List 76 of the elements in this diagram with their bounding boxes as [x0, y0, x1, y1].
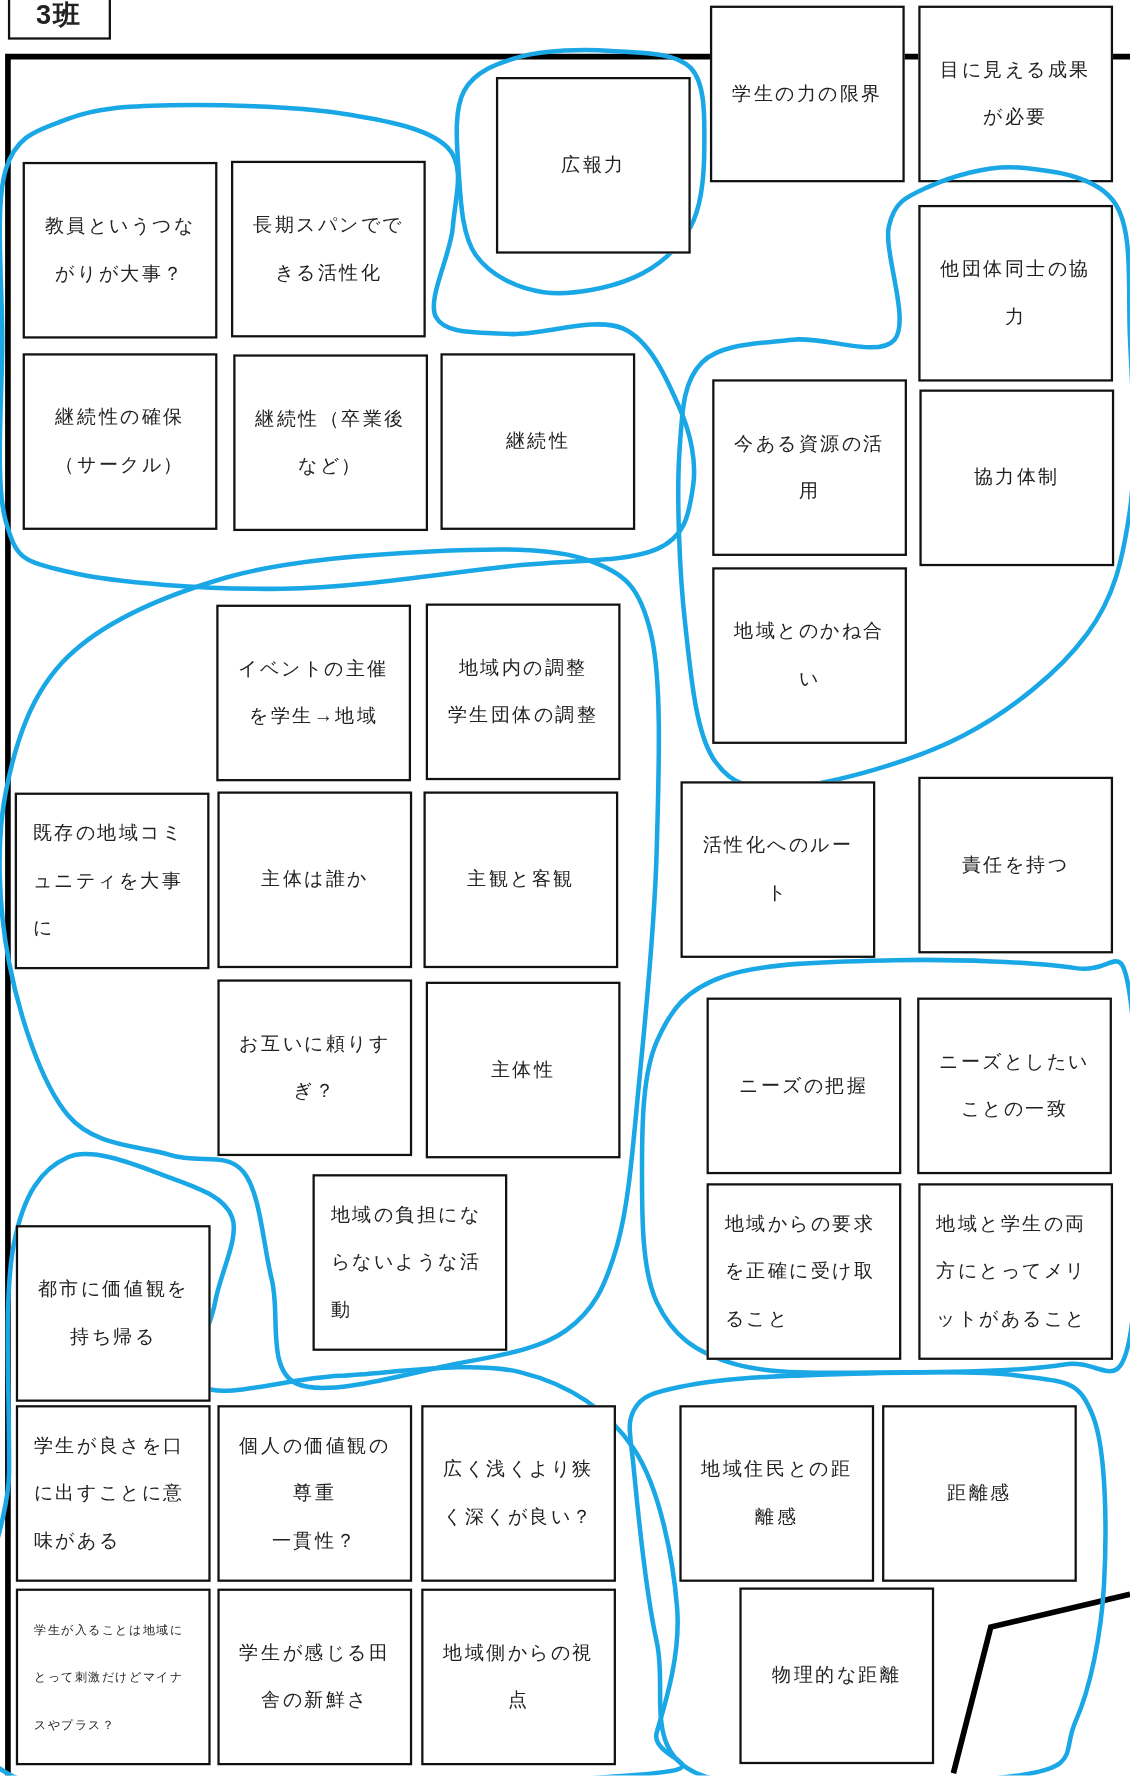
note-card [706, 1183, 902, 1360]
note-card [421, 1405, 616, 1582]
note-text: 地域住民との距離感 [700, 1457, 854, 1530]
note-text: 地域内の調整 [458, 655, 588, 681]
note-text: 学生団体の調整 [447, 703, 599, 728]
note-card [425, 603, 621, 781]
note-card [712, 567, 907, 744]
note-card [679, 1405, 875, 1582]
note-card [216, 604, 411, 782]
note-card [15, 1405, 211, 1582]
note-text: 主体性 [490, 1057, 556, 1083]
note-text: 主体は誰か [261, 867, 369, 892]
note-text: お互いに頼りすぎ？ [238, 1031, 392, 1104]
note-text: 個人の価値観の尊重 [238, 1433, 392, 1506]
note-text: 協力体制 [973, 465, 1060, 490]
group-name: 3班 [36, 0, 83, 31]
note-card [882, 1405, 1077, 1582]
note-card [918, 776, 1114, 954]
note-card [709, 5, 905, 183]
note-text: 既存の地域コミュニティを大事に [32, 821, 185, 941]
note-card [217, 1588, 413, 1766]
note-text: 地域とのかね合い [733, 619, 886, 692]
note-card [680, 781, 876, 958]
note-card [918, 5, 1114, 183]
note-text: 長期スパンでできる活性化 [252, 213, 405, 286]
note-card [917, 997, 1112, 1175]
note-card [495, 77, 691, 254]
group-tag [7, 0, 111, 40]
note-card [15, 1225, 211, 1402]
note-card [712, 379, 907, 556]
note-text: 学生が入ることは地域にとって刺激だけどマイナスやプラス？ [33, 1621, 185, 1734]
note-text: 責任を持つ [961, 852, 1070, 878]
note-card [706, 997, 902, 1175]
note-card [918, 204, 1114, 382]
note-card [425, 981, 621, 1159]
note-card [421, 1588, 616, 1766]
note-card [440, 353, 636, 530]
note-card [22, 353, 218, 530]
note-text: 学生が良さを口に出すことに意味がある [33, 1433, 186, 1554]
note-card [217, 791, 413, 969]
note-text: 継続性の確保（サークル） [54, 405, 186, 478]
note-text: 継続性（卒業後など） [254, 406, 407, 479]
note-text: ニーズとしたいことの一致 [938, 1049, 1091, 1122]
note-text: 距離感 [947, 1481, 1012, 1506]
note-text: 主観と客観 [467, 867, 575, 892]
note-card [739, 1587, 935, 1765]
note-text: 一貫性？ [271, 1528, 358, 1554]
note-text: 都市に価値観を持ち帰る [36, 1277, 190, 1350]
note-text: 教員というつながりが大事？ [43, 214, 197, 287]
note-card [231, 160, 426, 338]
note-text: 広く浅くより狭く深くが良い？ [442, 1457, 595, 1530]
note-text: 地域と学生の両方にとってメリットがあること [936, 1211, 1088, 1332]
note-text: 地域の負担にならないような活動 [330, 1202, 483, 1323]
note-card [217, 979, 413, 1157]
note-text: 他団体同士の協力 [939, 257, 1092, 330]
note-card [919, 389, 1115, 567]
note-text: 学生の力の限界 [732, 81, 883, 107]
note-text: 学生が感じる田舎の新鮮さ [238, 1640, 392, 1713]
note-text: 地域からの要求を正確に受け取ること [724, 1211, 877, 1332]
note-text: 広報力 [561, 153, 626, 178]
note-text: 今ある資源の活用 [733, 431, 886, 504]
note-card [15, 1588, 211, 1766]
note-text: 物理的な距離 [772, 1663, 902, 1688]
note-card [423, 791, 619, 969]
note-text: 目に見える成果が必要 [939, 57, 1092, 130]
note-card [14, 792, 210, 970]
note-text: イベントの主催を学生→地域 [237, 656, 390, 729]
note-card [217, 1405, 413, 1582]
note-text: 地域側からの視点 [442, 1640, 595, 1713]
note-card [22, 161, 218, 339]
note-card [233, 354, 428, 532]
note-card [918, 1183, 1114, 1360]
note-card [312, 1174, 508, 1351]
note-text: 活性化へのルート [701, 833, 855, 906]
note-text: ニーズの把握 [739, 1073, 869, 1099]
note-text: 継続性 [505, 429, 571, 454]
